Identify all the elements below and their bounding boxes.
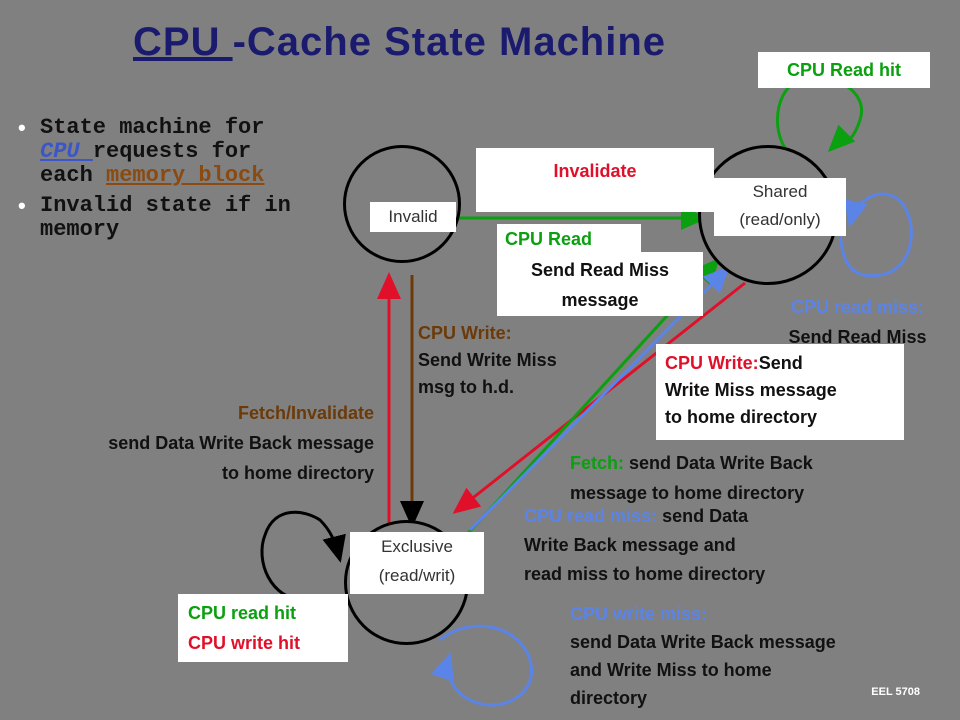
cpu-write-line1: CPU Write:: [418, 323, 512, 343]
write-miss-line2: send Data Write Back message: [570, 632, 836, 652]
fetch-text: send Data Write Back: [629, 453, 813, 473]
bullet1-cpu-link[interactable]: CPU: [40, 139, 93, 164]
write-miss-line1: CPU write miss:: [570, 604, 708, 624]
invalidate-label: Invalidate: [476, 148, 714, 212]
shared-write-line3: to home directory: [665, 407, 818, 427]
excl-read-miss-text: send Data: [662, 506, 749, 526]
title-rest: -Cache State Machine: [232, 20, 667, 64]
excl-read-miss-line2: Write Back message and: [524, 535, 736, 555]
excl-hit-loop: [260, 510, 346, 602]
write-miss-line3: and Write Miss to home: [570, 660, 772, 680]
cpu-write-invalid-label: CPU Write: Send Write Miss msg to h.d.: [418, 320, 618, 401]
cpu-read-label: CPU Read: [497, 224, 641, 254]
shared-read-miss-label: CPU read miss: Send Read Miss: [760, 292, 955, 352]
bullet-item: Invalid state if in memory: [16, 194, 296, 242]
slide-footer: EEL 5708: [871, 686, 920, 698]
exclusive-state-label: Exclusive (read/writ): [350, 532, 484, 594]
send-read-miss-line1: Send Read Miss: [530, 260, 670, 280]
shared-write-red: CPU Write:: [665, 353, 759, 373]
fetch-invalidate-line2: send Data Write Back message: [108, 433, 374, 453]
read-miss-loop: [838, 192, 913, 278]
cpu-read-hit-label: CPU Read hit: [758, 52, 930, 88]
invalid-state-label: Invalid: [370, 202, 456, 232]
fetch-green: Fetch:: [570, 453, 624, 473]
fetch-label: Fetch: send Data Write Back message to h…: [570, 448, 920, 508]
shared-read-miss-line1: CPU read miss:: [790, 297, 925, 317]
write-miss-label: CPU write miss: send Data Write Back mes…: [570, 600, 940, 712]
shared-state-label: Shared (read/only): [714, 178, 846, 236]
excl-read-miss-label: CPU read miss: send Data Write Back mess…: [524, 502, 864, 589]
excl-hit-label: CPU read hit CPU write hit: [178, 594, 348, 662]
excl-write-hit: CPU write hit: [188, 633, 301, 653]
fetch-invalidate-line3: to home directory: [221, 463, 374, 483]
excl-read-miss-line1: CPU read miss: send Data: [524, 502, 864, 531]
exclusive-line2: (read/writ): [378, 566, 456, 585]
fetch-invalidate-line1: Fetch/Invalidate: [237, 403, 374, 423]
shared-write-miss-label: CPU Write:Send Write Miss message to hom…: [656, 344, 904, 440]
shared-write-line1: CPU Write:Send: [665, 350, 904, 377]
exclusive-line1: Exclusive: [381, 537, 453, 556]
write-miss-line4: directory: [570, 688, 648, 708]
excl-read-miss-line3: read miss to home directory: [524, 564, 766, 584]
fetch-line1: Fetch: send Data Write Back: [570, 448, 920, 478]
bullet1-text: State machine for: [40, 115, 265, 140]
shared-line2: (read/only): [739, 210, 821, 229]
slide-title: CPU -Cache State Machine: [133, 20, 666, 65]
shared-write-line2: Write Miss message: [665, 380, 837, 400]
excl-read-miss-blue: CPU read miss:: [524, 506, 658, 526]
shared-write-send: Send: [758, 353, 803, 373]
bullet-item: State machine for CPU requests for each …: [16, 116, 296, 188]
excl-read-hit: CPU read hit: [188, 603, 297, 623]
bullet2-text: Invalid state if in memory: [40, 193, 291, 242]
shared-read-miss-line2: Send Read Miss: [788, 327, 927, 347]
bullet-list: State machine for CPU requests for each …: [16, 116, 296, 248]
bullet1-memory-block-link[interactable]: memory block: [106, 163, 265, 188]
cpu-write-line3: msg to h.d.: [418, 377, 514, 397]
fetch-line2: message to home directory: [570, 483, 805, 503]
fetch-invalidate-label: Fetch/Invalidate send Data Write Back me…: [8, 398, 374, 488]
cpu-write-line2: Send Write Miss: [418, 350, 557, 370]
send-read-miss-label: Send Read Miss message: [497, 252, 703, 316]
shared-line1: Shared: [752, 182, 808, 201]
write-miss-loop: [431, 624, 534, 707]
send-read-miss-line2: message: [561, 290, 639, 310]
bullet1-text-mid: requests for each: [40, 139, 252, 188]
title-cpu: CPU: [133, 20, 233, 64]
